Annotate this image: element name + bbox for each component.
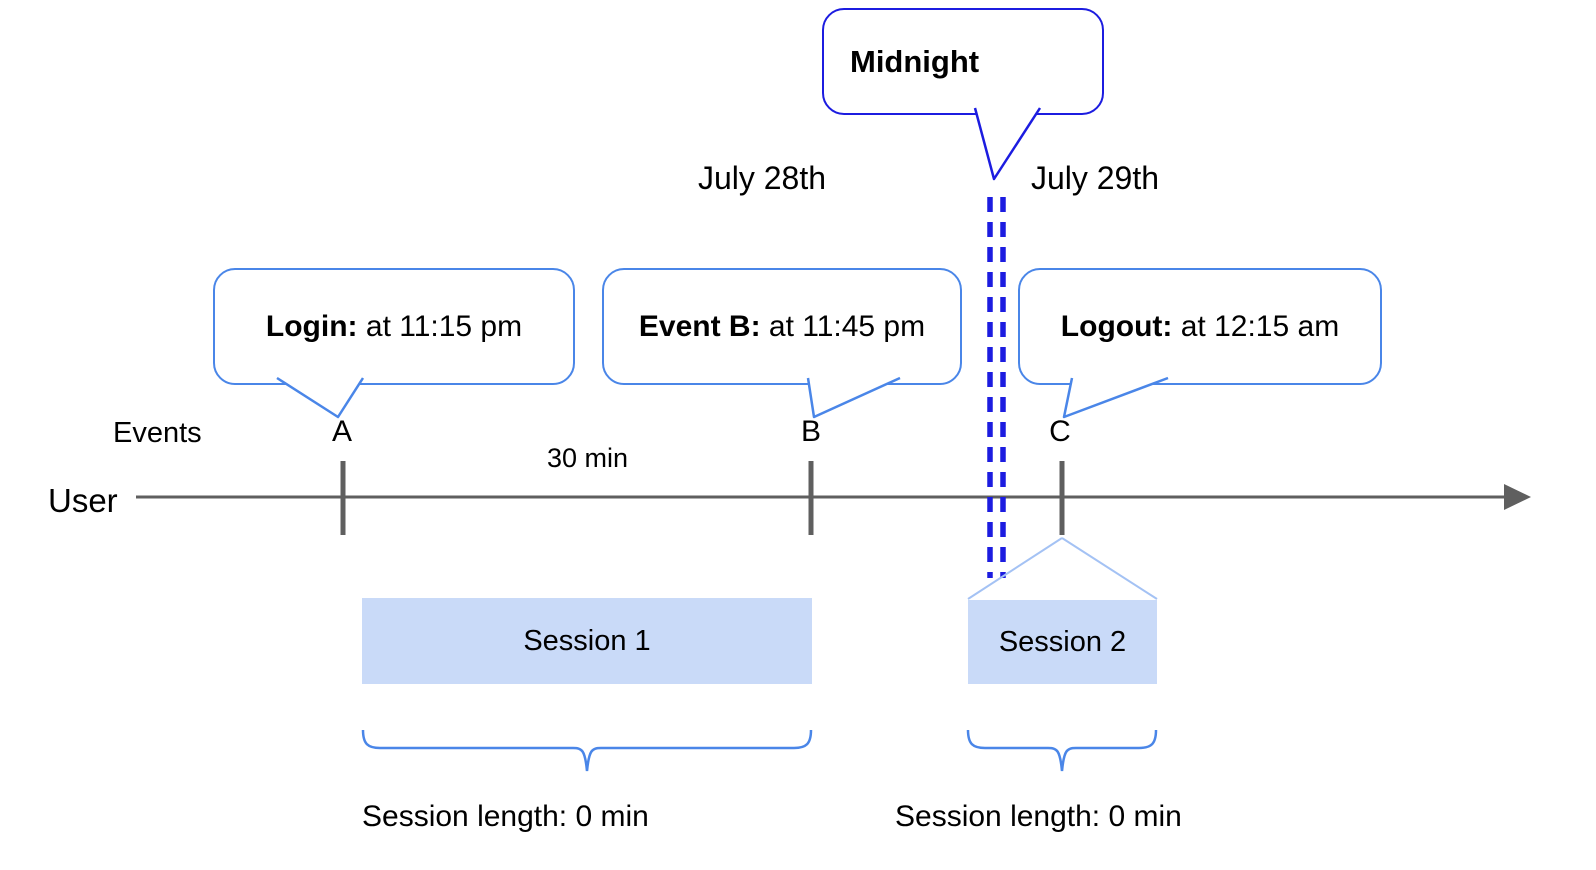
- session2-funnel-lines: [967, 537, 1158, 600]
- date-label-july-29: July 29th: [1030, 160, 1160, 196]
- session-1-length-label: Session length: 0 min: [362, 800, 649, 833]
- login-callout: Login: at 11:15 pm: [213, 268, 575, 385]
- events-row-label: Events: [113, 417, 202, 449]
- session2-brace: [966, 729, 1158, 772]
- logout-callout-detail: at 12:15 am: [1172, 309, 1340, 343]
- event-a-label: A: [331, 415, 352, 448]
- session1-brace: [361, 729, 813, 772]
- timeline-arrowhead-icon: [1504, 484, 1531, 510]
- event-c-label: C: [1049, 415, 1071, 448]
- session-2-label: Session 2: [998, 625, 1127, 658]
- session-1-box: Session 1: [362, 598, 812, 684]
- login-callout-detail: at 11:15 pm: [357, 309, 523, 343]
- login-callout-title: Login:: [265, 309, 358, 343]
- midnight-callout-label: Midnight: [850, 43, 980, 79]
- interval-label-30min: 30 min: [546, 443, 629, 473]
- event-b-callout: Event B: at 11:45 pm: [602, 268, 962, 385]
- event-b-label: B: [800, 415, 821, 448]
- logout-callout: Logout: at 12:15 am: [1018, 268, 1382, 385]
- event-b-callout-detail: at 11:45 pm: [760, 309, 926, 343]
- session-1-label: Session 1: [523, 624, 651, 657]
- session-2-box: Session 2: [968, 600, 1157, 684]
- date-label-july-28: July 28th: [697, 160, 827, 196]
- logout-callout-title: Logout:: [1060, 309, 1173, 343]
- user-row-label: User: [48, 482, 118, 519]
- session-2-length-label: Session length: 0 min: [895, 800, 1182, 833]
- midnight-callout: Midnight: [822, 8, 1104, 115]
- event-b-callout-title: Event B:: [638, 309, 761, 343]
